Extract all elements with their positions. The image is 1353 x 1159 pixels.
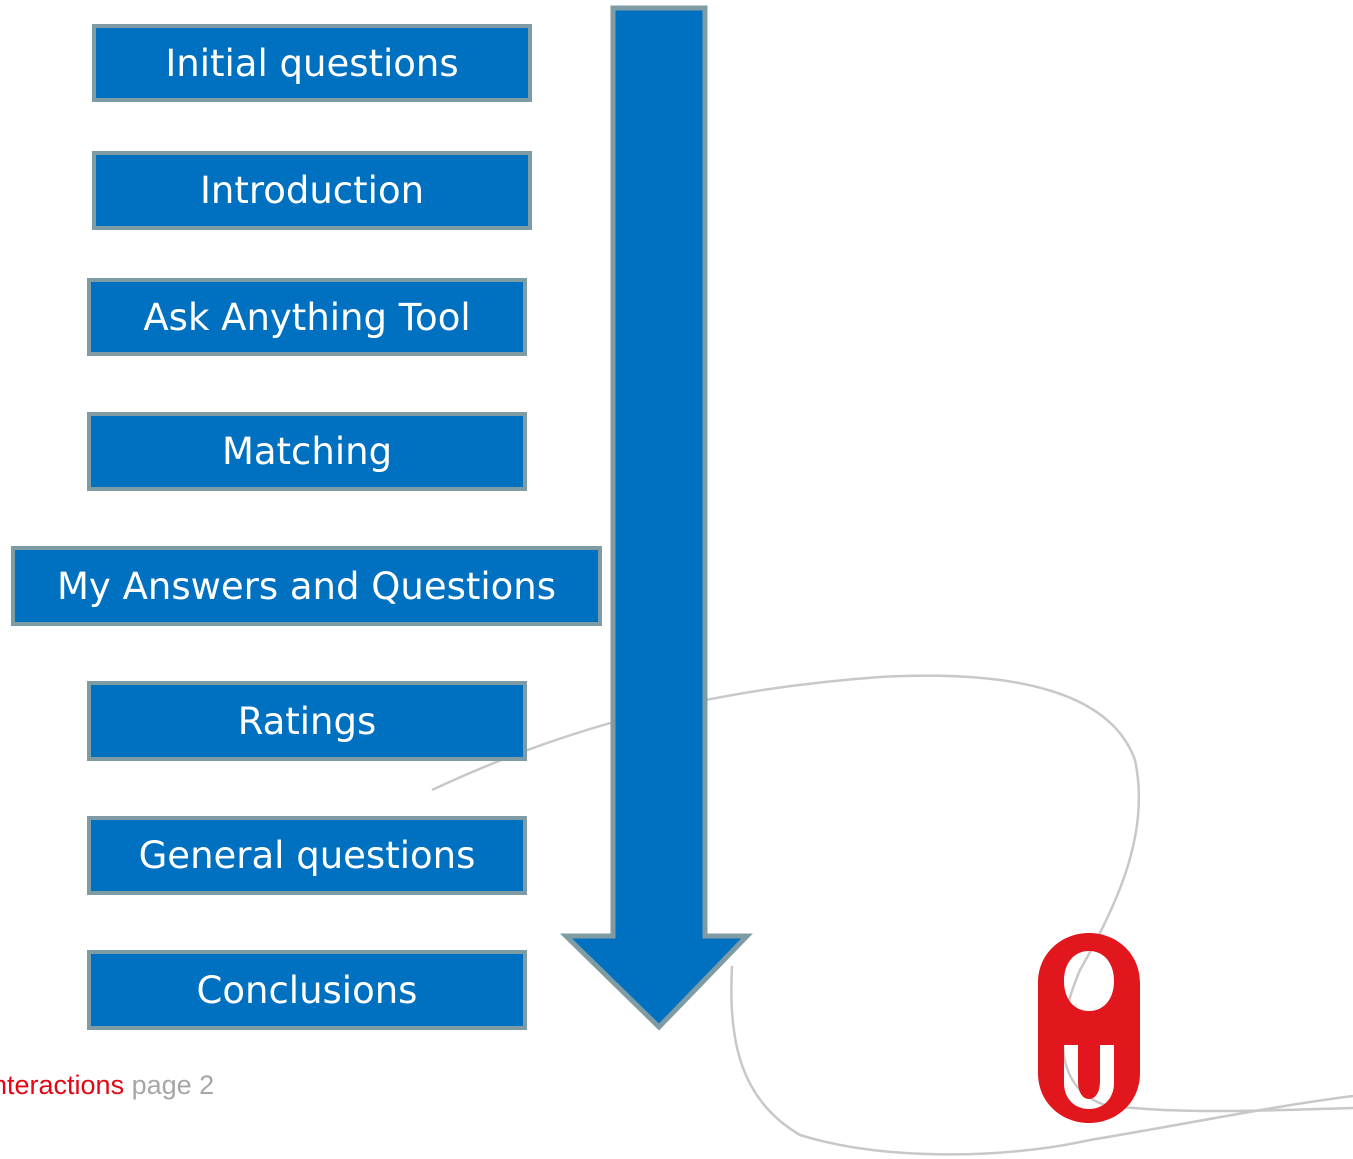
step-label: My Answers and Questions — [56, 564, 557, 608]
footer: nteractions page 2 — [0, 1070, 214, 1101]
footer-title: nteractions — [0, 1070, 125, 1100]
page-number: page 2 — [131, 1070, 215, 1100]
step-introduction: Introduction — [92, 151, 532, 230]
step-label: Ratings — [237, 699, 377, 743]
step-ratings: Ratings — [87, 681, 527, 761]
step-label: Introduction — [199, 169, 425, 212]
step-my-answers-and-questions: My Answers and Questions — [11, 546, 602, 626]
step-ask-anything-tool: Ask Anything Tool — [87, 278, 527, 356]
step-matching: Matching — [87, 412, 527, 491]
step-label: General questions — [138, 834, 476, 877]
step-label: Ask Anything Tool — [143, 295, 471, 339]
step-general-questions: General questions — [87, 816, 527, 895]
step-label: Initial questions — [165, 41, 459, 85]
step-label: Matching — [221, 430, 393, 473]
step-label: Conclusions — [196, 968, 418, 1012]
step-conclusions: Conclusions — [87, 950, 527, 1030]
step-initial-questions: Initial questions — [92, 24, 532, 102]
university-logo-icon — [1038, 933, 1140, 1123]
